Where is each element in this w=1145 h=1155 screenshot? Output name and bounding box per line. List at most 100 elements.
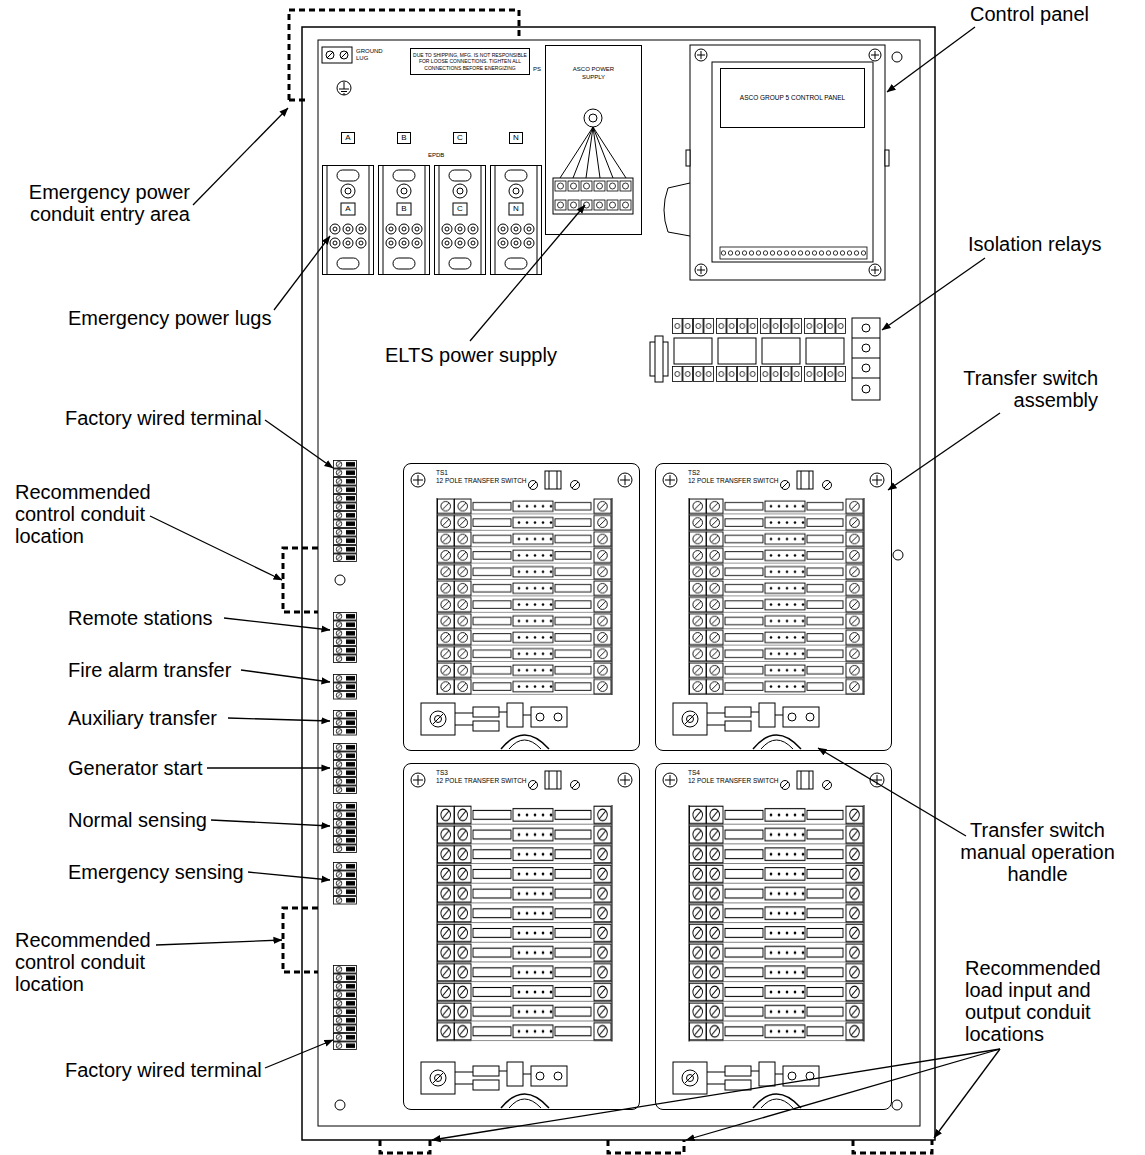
terminal-strips-part-part [333,710,357,736]
ground-lug-part [337,81,351,95]
terminal-strips-part-part [333,965,357,1050]
isolation-relays-part-part [672,366,714,382]
node-label: TS1 [436,469,448,477]
transfer-switch-hardware-part [689,498,864,695]
isolation-relays-part [862,344,870,352]
callout-label: Normal sensing [68,809,207,831]
phase-tag: N [509,132,523,144]
control-panel-housing-part [686,150,690,166]
isolation-relays-part-part [804,318,846,334]
callout-label: Emergency power conduit entry area [15,181,190,225]
terminal-strips-part-part [333,460,357,562]
part-label: PS [533,66,541,73]
terminal-strips [333,460,357,1050]
isolation-relays-part [852,338,880,378]
conduit-areas-part [853,1140,932,1153]
leader-lines-part [686,1049,1000,1140]
notice-plate: DUE TO SHIPPING, MFG. IS NOT RESPONSIBLE… [410,48,530,75]
emergency-power-lugs-part [435,166,486,275]
lug-phase-letter: N [509,203,523,215]
power-supply-detail-part-part [554,180,632,192]
control-panel-housing-part [885,150,889,166]
ground-lug-part [341,52,347,58]
conduit-areas-part [289,99,305,102]
isolation-relays [650,318,880,400]
node-label: DUE TO SHIPPING, MFG. IS NOT RESPONSIBLE… [412,52,528,71]
transfer-switch-hardware-part [437,498,612,695]
node-sublabel: 12 POLE TRANSFER SWITCH [436,477,527,485]
control-panel-housing-part [695,264,707,276]
terminal-strips-part [333,612,357,663]
conduit-areas-part [608,1140,684,1153]
node-label: TS4 [688,769,700,777]
isolation-relays-part [852,318,880,400]
leader-lines-part [193,108,288,205]
conduit-areas [283,10,932,1153]
terminal-strips-part [333,674,357,700]
isolation-relays-part [804,318,846,334]
leader-lines-part [432,1049,1000,1140]
isolation-relays-part [806,338,844,364]
part-label: EPDB [428,152,444,159]
callout-label: Factory wired terminal [65,407,262,429]
ground-lug-part [322,47,352,63]
transfer-switch-hardware-part-part [437,805,612,1041]
callout-label: Generator start [68,757,203,779]
terminal-strips-part [333,710,357,736]
control-panel-housing-part [697,266,705,274]
terminal-strips-part-part [333,802,357,853]
transfer-switch-hardware-part [437,805,612,1041]
leader-lines-part [228,718,330,721]
enclosure-part [892,1100,902,1110]
leader-lines-part [470,205,585,341]
callout-label: Control panel [970,3,1089,25]
ground-lug-label: GROUND LUG [356,48,386,62]
enclosure-part [892,52,902,62]
control-panel-housing-part [695,49,707,61]
lug-phase-letter: A [341,203,355,215]
control-panel-housing-part [720,247,867,259]
terminal-strips-part-part [333,612,357,663]
leader-lines-part [882,258,985,330]
leader-lines-part [150,516,282,580]
isolation-relays-part [760,318,802,334]
control-panel-housing-part [697,51,705,59]
node-sublabel: 12 POLE TRANSFER SWITCH [436,777,527,785]
ground-lug-part [340,51,348,59]
node-label: N [513,133,519,143]
transfer-switch-hardware-part [421,1062,567,1108]
emergency-power-lugs-part [323,166,374,275]
enclosure-part [335,575,345,585]
isolation-relays-part [762,338,800,364]
emergency-power-lugs-part [491,166,542,275]
leader-lines-part [265,420,333,468]
ground-lug-part [326,51,334,59]
isolation-relays-part-part [760,318,802,334]
enclosure-part [893,550,903,560]
power-supply: ASCO POWER SUPPLY [545,45,642,235]
isolation-relays-part-part [760,366,802,382]
leader-lines-part [224,618,330,630]
leader-lines [150,27,1000,1140]
power-supply-detail-part [553,178,633,214]
power-supply-detail-part [554,180,632,192]
phase-tag: A [341,132,355,144]
isolation-relays-part [718,338,756,364]
control-panel-housing-part [871,51,879,59]
isolation-relays-part [804,366,846,382]
node-label: C [457,133,463,143]
control-panel-housing [664,45,889,280]
transfer-switch-hardware-part [673,1062,819,1108]
isolation-relays-part-part [716,366,758,382]
terminal-strips-part-part [333,862,357,905]
callout-label: Transfer switch assembly [948,367,1098,411]
transfer-switch-hardware [411,471,884,1108]
isolation-relays-part [655,336,663,382]
terminal-strips-part [333,743,357,794]
transfer-switch: TS412 POLE TRANSFER SWITCH [655,763,892,1110]
isolation-relays-part [862,364,870,372]
node-sublabel: 12 POLE TRANSFER SWITCH [688,477,779,485]
transfer-switch: TS212 POLE TRANSFER SWITCH [655,463,892,751]
leader-lines-part [274,236,330,310]
node-label: B [401,133,406,143]
